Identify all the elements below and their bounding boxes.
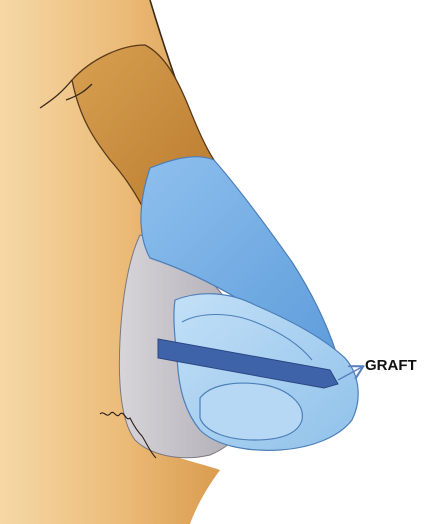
graft-label: GRAFT	[365, 357, 417, 374]
